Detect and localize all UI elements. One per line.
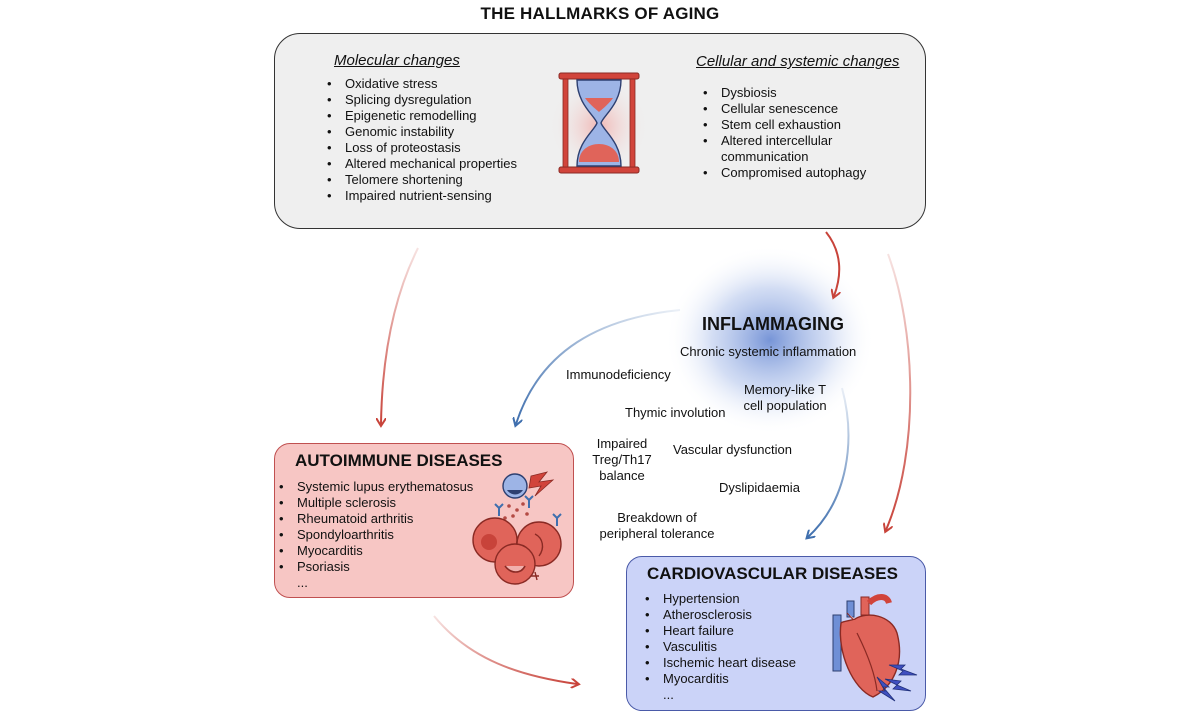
arrow-hallmarks-to-cardio: [886, 253, 912, 530]
autoimmune-item: Multiple sclerosis: [277, 495, 473, 511]
cardio-item: ...: [663, 687, 674, 702]
cellular-item: Stem cell exhaustion: [701, 117, 891, 133]
cardio-item: Hypertension: [643, 591, 796, 607]
molecular-item: Splicing dysregulation: [325, 92, 517, 108]
label-peripheral-tolerance: Breakdown of peripheral tolerance: [599, 510, 715, 541]
cardio-list: HypertensionAtherosclerosisHeart failure…: [643, 591, 796, 703]
hallmarks-box: Molecular changes Oxidative stressSplici…: [274, 33, 926, 229]
label-thymic-involution: Thymic involution: [625, 405, 726, 420]
molecular-item: Impaired nutrient-sensing: [325, 188, 517, 204]
inflammaging-glow: [665, 245, 875, 435]
hourglass-icon: [549, 72, 649, 176]
label-treg-th17: Impaired Treg/Th17 balance: [592, 436, 652, 483]
cardio-box: CARDIOVASCULAR DISEASES HypertensionAthe…: [626, 556, 926, 711]
cardio-item: Vasculitis: [643, 639, 796, 655]
molecular-heading: Molecular changes: [334, 52, 460, 69]
autoimmune-item: Myocarditis: [277, 543, 473, 559]
molecular-item: Altered mechanical properties: [325, 156, 517, 172]
molecular-item: Epigenetic remodelling: [325, 108, 517, 124]
autoimmune-item: Systemic lupus erythematosus: [277, 479, 473, 495]
autoimmune-item: Psoriasis: [277, 559, 473, 575]
molecular-item: Loss of proteostasis: [325, 140, 517, 156]
arrow-inflammaging-to-autoimmune: [516, 309, 681, 424]
molecular-list: Oxidative stressSplicing dysregulationEp…: [325, 76, 517, 204]
cellular-item: Altered intercellular communication: [701, 133, 891, 165]
cardio-title: CARDIOVASCULAR DISEASES: [647, 564, 898, 583]
cellular-item: Dysbiosis: [701, 85, 891, 101]
cardio-item: Heart failure: [643, 623, 796, 639]
heart-icon: [832, 594, 918, 702]
autoimmune-list: Systemic lupus erythematosusMultiple scl…: [277, 479, 473, 591]
label-memory-t-cells: Memory-like T cell population: [743, 382, 827, 413]
autoimmune-title: AUTOIMMUNE DISEASES: [295, 451, 503, 470]
autoimmune-box: AUTOIMMUNE DISEASES Systemic lupus eryth…: [274, 443, 574, 598]
arrow-autoimmune-to-cardio: [433, 615, 577, 684]
page-title: THE HALLMARKS OF AGING: [480, 4, 720, 23]
cellular-heading: Cellular and systemic changes: [696, 53, 900, 70]
autoimmune-item: Rheumatoid arthritis: [277, 511, 473, 527]
arrow-hallmarks-to-autoimmune: [381, 247, 419, 424]
cardio-item: Ischemic heart disease: [643, 655, 796, 671]
cellular-item: Cellular senescence: [701, 101, 891, 117]
cellular-list: DysbiosisCellular senescenceStem cell ex…: [701, 85, 891, 181]
molecular-item: Telomere shortening: [325, 172, 517, 188]
label-immunodeficiency: Immunodeficiency: [566, 367, 671, 382]
cellular-item: Compromised autophagy: [701, 165, 891, 181]
inflammaging-title: INFLAMMAGING: [702, 314, 844, 334]
blood-cells-icon: [472, 471, 562, 585]
molecular-item: Genomic instability: [325, 124, 517, 140]
label-vascular-dysfunction: Vascular dysfunction: [673, 442, 792, 457]
autoimmune-item: Spondyloarthritis: [277, 527, 473, 543]
label-dyslipidaemia: Dyslipidaemia: [719, 480, 800, 495]
molecular-item: Oxidative stress: [325, 76, 517, 92]
inflammaging-subtitle: Chronic systemic inflammation: [680, 344, 857, 359]
cardio-item: Myocarditis: [643, 671, 796, 687]
arrow-hallmarks-to-inflammaging: [825, 231, 839, 296]
cardio-item: Atherosclerosis: [643, 607, 796, 623]
autoimmune-item: ...: [297, 575, 308, 590]
arrow-inflammaging-to-cardio: [808, 387, 850, 537]
